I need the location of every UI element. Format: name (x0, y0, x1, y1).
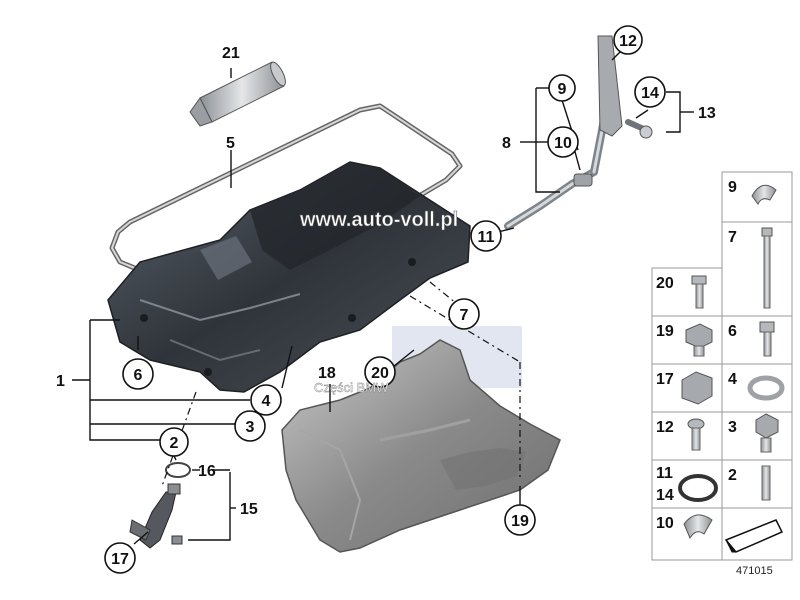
callout-15: 15 (240, 501, 258, 518)
svg-text:3: 3 (246, 419, 255, 436)
svg-text:19: 19 (511, 513, 529, 530)
screw-icon-12 (687, 418, 705, 451)
dipstick-tube-part (504, 35, 653, 230)
svg-text:18: 18 (318, 365, 336, 382)
parts-grid: 9 7 6 4 3 2 20 19 17 12 11 14 10 (651, 171, 793, 561)
grid-label-14: 14 (656, 487, 674, 504)
svg-text:9: 9 (558, 81, 567, 98)
callout-2: 2 (159, 427, 189, 457)
svg-text:8: 8 (502, 135, 511, 152)
clip-icon-10 (683, 514, 713, 540)
oil-pan-gasket-part (109, 103, 463, 309)
bolt-icon-6 (759, 321, 775, 357)
o-ring-icon (678, 474, 718, 502)
arrow-symbol-icon (724, 519, 784, 553)
grid-label-4: 4 (728, 371, 737, 388)
callout-4: 4 (250, 384, 282, 416)
callout-5: 5 (226, 135, 235, 152)
callout-19: 19 (504, 504, 536, 536)
svg-text:6: 6 (134, 367, 143, 384)
callout-13: 13 (698, 105, 716, 122)
grid-label-20: 20 (656, 275, 674, 292)
callout-7: 7 (448, 298, 480, 330)
diagram-id: 471015 (736, 565, 773, 577)
long-bolt-icon (761, 227, 773, 309)
callout-17: 17 (104, 542, 136, 574)
leader-lines (72, 51, 694, 545)
oil-pan-part (107, 161, 471, 393)
callout-3: 3 (234, 410, 266, 442)
grid-label-11: 11 (656, 465, 673, 482)
stud-icon (761, 465, 771, 501)
svg-text:7: 7 (460, 307, 469, 324)
grid-label-12: 12 (656, 419, 674, 436)
callout-20: 20 (364, 356, 396, 388)
svg-text:16: 16 (198, 463, 216, 480)
svg-text:13: 13 (698, 105, 716, 122)
grid-label-17: 17 (656, 371, 674, 388)
svg-text:12: 12 (619, 33, 637, 50)
callout-1: 1 (56, 373, 65, 390)
grid-label-7: 7 (728, 229, 737, 246)
oil-level-sensor-part (129, 462, 191, 549)
sealant-tube-part (189, 61, 286, 127)
grid-label-9: 9 (728, 179, 737, 196)
callout-14: 14 (634, 76, 666, 108)
svg-text:20: 20 (371, 365, 389, 382)
watermark-text: www.auto-voll.pl (299, 209, 458, 231)
svg-text:17: 17 (111, 551, 129, 568)
svg-text:4: 4 (262, 393, 271, 410)
callout-6: 6 (122, 358, 154, 390)
short-bolt-icon-20 (691, 275, 707, 309)
grid-label-2: 2 (728, 467, 737, 484)
svg-text:15: 15 (240, 501, 258, 518)
callout-12: 12 (613, 25, 643, 55)
callout-21: 21 (222, 45, 240, 62)
grid-label-10: 10 (656, 515, 674, 532)
callout-11: 11 (470, 220, 502, 252)
callout-10: 10 (547, 126, 579, 158)
svg-text:5: 5 (226, 135, 235, 152)
clip-icon (751, 184, 777, 205)
svg-text:14: 14 (641, 85, 659, 102)
svg-text:10: 10 (554, 135, 572, 152)
grid-label-6: 6 (728, 323, 737, 340)
grid-label-19: 19 (656, 323, 674, 340)
callout-8: 8 (502, 135, 511, 152)
nut-icon (681, 371, 713, 405)
callout-18: 18 (318, 365, 336, 382)
callout-16: 16 (198, 463, 216, 480)
svg-text:21: 21 (222, 45, 240, 62)
washer-icon (747, 375, 785, 401)
svg-text:2: 2 (170, 435, 179, 452)
grid-label-3: 3 (728, 419, 737, 436)
svg-text:1: 1 (56, 373, 65, 390)
watermark-sub: Części BMW (314, 380, 389, 395)
callout-9: 9 (548, 74, 576, 102)
drain-plug-icon (755, 413, 779, 453)
hex-bolt-icon-19 (685, 323, 713, 357)
svg-text:11: 11 (478, 229, 495, 246)
